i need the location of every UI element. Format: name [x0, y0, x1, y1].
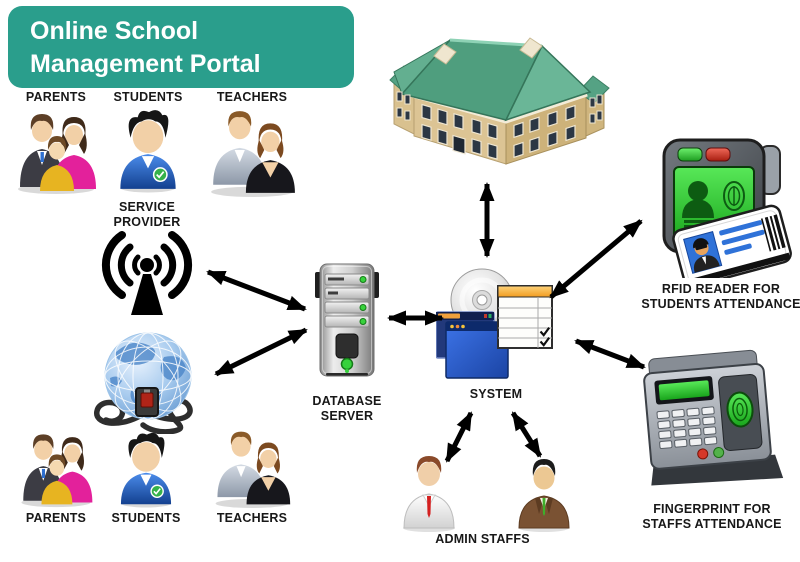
- node-students-bottom: STUDENTS: [102, 430, 190, 526]
- students-top-label: STUDENTS: [113, 90, 183, 104]
- student-icon: [112, 430, 180, 508]
- title-banner: Online School Management Portal: [8, 6, 354, 88]
- teachers-icon: [205, 107, 299, 197]
- server-tower-icon: [315, 263, 379, 377]
- node-internet: [88, 330, 210, 434]
- service-provider-label-line2: PROVIDER: [113, 215, 181, 229]
- node-admin-right: [514, 454, 574, 532]
- node-parents-bottom: PARENTS: [6, 428, 106, 526]
- title-line1: Online School: [30, 17, 199, 45]
- rfid-label-line2: STUDENTS ATTENDANCE: [641, 297, 800, 311]
- teachers-icon: [205, 428, 299, 508]
- fingerprint-label-line1: FINGERPRINT FOR: [653, 502, 771, 516]
- node-rfid-reader: RFID READER FOR STUDENTS ATTENDANCE: [635, 136, 800, 312]
- broadcast-antenna-icon: [101, 231, 193, 315]
- student-icon: [114, 107, 182, 193]
- node-parents-top: PARENTS: [6, 90, 106, 195]
- node-database-server: DATABASE SERVER: [308, 262, 386, 424]
- node-system: SYSTEM: [436, 268, 556, 402]
- teachers-top-label: TEACHERS: [216, 90, 288, 104]
- parents-bottom-label: PARENTS: [25, 511, 87, 525]
- fingerprint-terminal-icon: [643, 349, 784, 486]
- globe-network-cable-icon: [94, 332, 193, 434]
- rfid-label-line1: RFID READER FOR: [661, 282, 781, 296]
- office-worker-icon: [403, 456, 455, 532]
- fingerprint-label-line2: STAFFS ATTENDANCE: [642, 517, 782, 531]
- node-admin-left: [398, 450, 460, 532]
- node-teachers-top: TEACHERS: [200, 90, 304, 197]
- parents-top-label: PARENTS: [25, 90, 87, 104]
- admin-staffs-label: ADMIN STAFFS: [435, 532, 530, 546]
- teachers-bottom-label: TEACHERS: [216, 511, 288, 525]
- node-teachers-bottom: TEACHERS: [200, 428, 304, 526]
- rfid-reader-id-card-icon: [662, 138, 792, 278]
- arrow-internet-server: [214, 327, 308, 377]
- school-building-icon: [389, 37, 610, 165]
- office-worker-icon: [518, 459, 570, 532]
- system-label: SYSTEM: [469, 387, 523, 401]
- node-students-top: STUDENTS: [104, 90, 192, 193]
- service-provider-label-line1: SERVICE: [118, 200, 176, 214]
- node-school-building: [388, 10, 610, 178]
- node-fingerprint: FINGERPRINT FOR STAFFS ATTENDANCE: [624, 348, 800, 532]
- arrow-serviceprovider-server: [206, 269, 307, 312]
- database-server-label-line1: DATABASE: [312, 394, 382, 408]
- node-service-provider: SERVICE PROVIDER: [92, 200, 202, 319]
- family-icon: [13, 428, 99, 508]
- arrow-system-adminright: [510, 411, 543, 458]
- cd-windows-checklist-icon: [436, 268, 553, 379]
- database-server-label-line2: SERVER: [320, 409, 374, 423]
- arrow-system-rfid: [549, 219, 643, 299]
- students-bottom-label: STUDENTS: [111, 511, 181, 525]
- family-icon: [13, 107, 99, 195]
- title-line2: Management Portal: [30, 50, 261, 78]
